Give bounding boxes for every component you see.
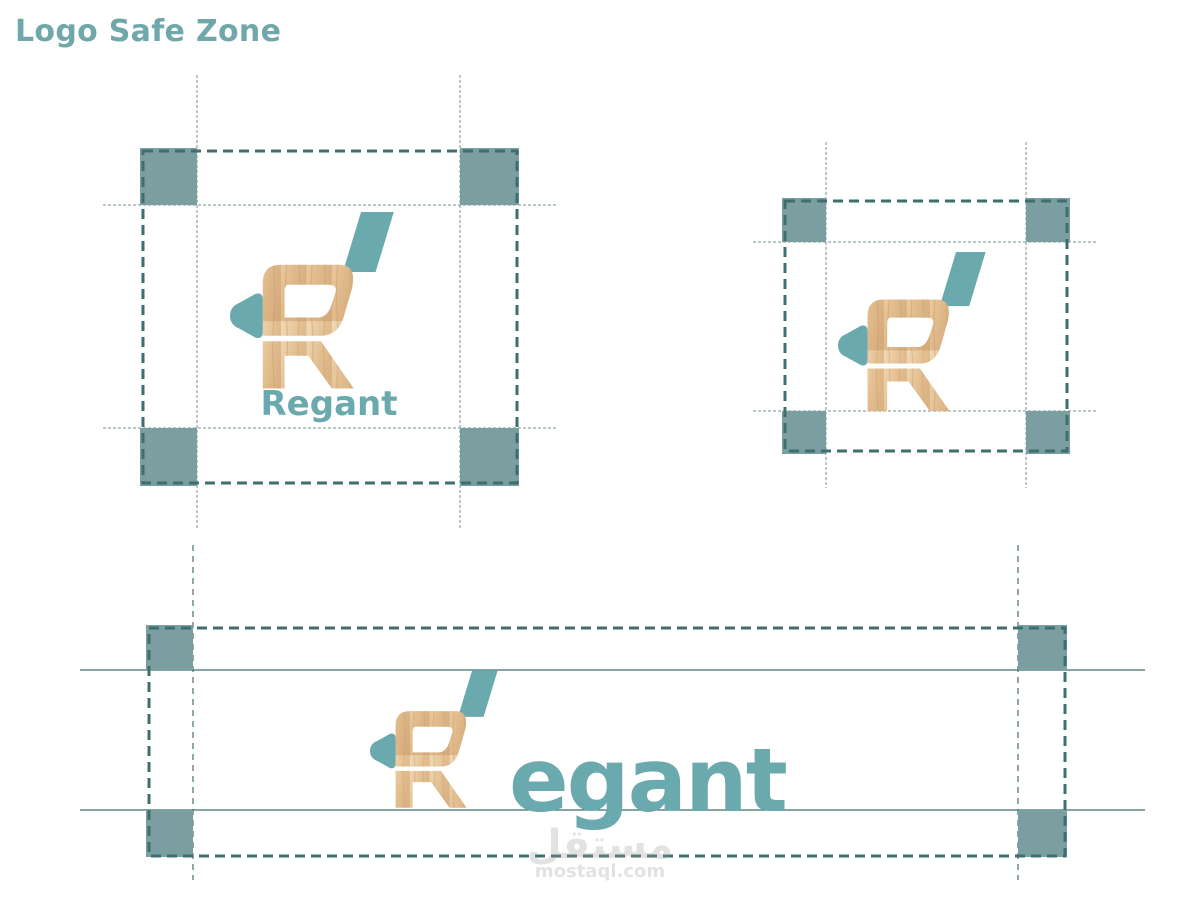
layout-horizontal: egant <box>80 545 1145 880</box>
layout-stacked: Regant <box>103 75 557 528</box>
logo-mark <box>370 670 498 808</box>
safe-zone-squares <box>140 148 519 486</box>
guide-lines <box>80 545 1145 880</box>
safe-zone-squares <box>782 198 1070 454</box>
logo-wordmark-tail: egant <box>509 729 787 832</box>
logo-wordmark: Regant <box>261 384 398 424</box>
safe-zone-border <box>783 199 1069 453</box>
safe-zone-border <box>147 626 1067 858</box>
page-title: Logo Safe Zone <box>15 14 282 49</box>
watermark: مستقل mostaql.com <box>527 822 673 882</box>
logo-mark <box>230 212 394 389</box>
layout-icon-only <box>753 142 1098 488</box>
watermark-arabic: مستقل <box>527 822 673 868</box>
watermark-latin: mostaql.com <box>535 861 665 882</box>
safe-zone-squares <box>146 625 1067 857</box>
logo-mark <box>838 252 986 412</box>
